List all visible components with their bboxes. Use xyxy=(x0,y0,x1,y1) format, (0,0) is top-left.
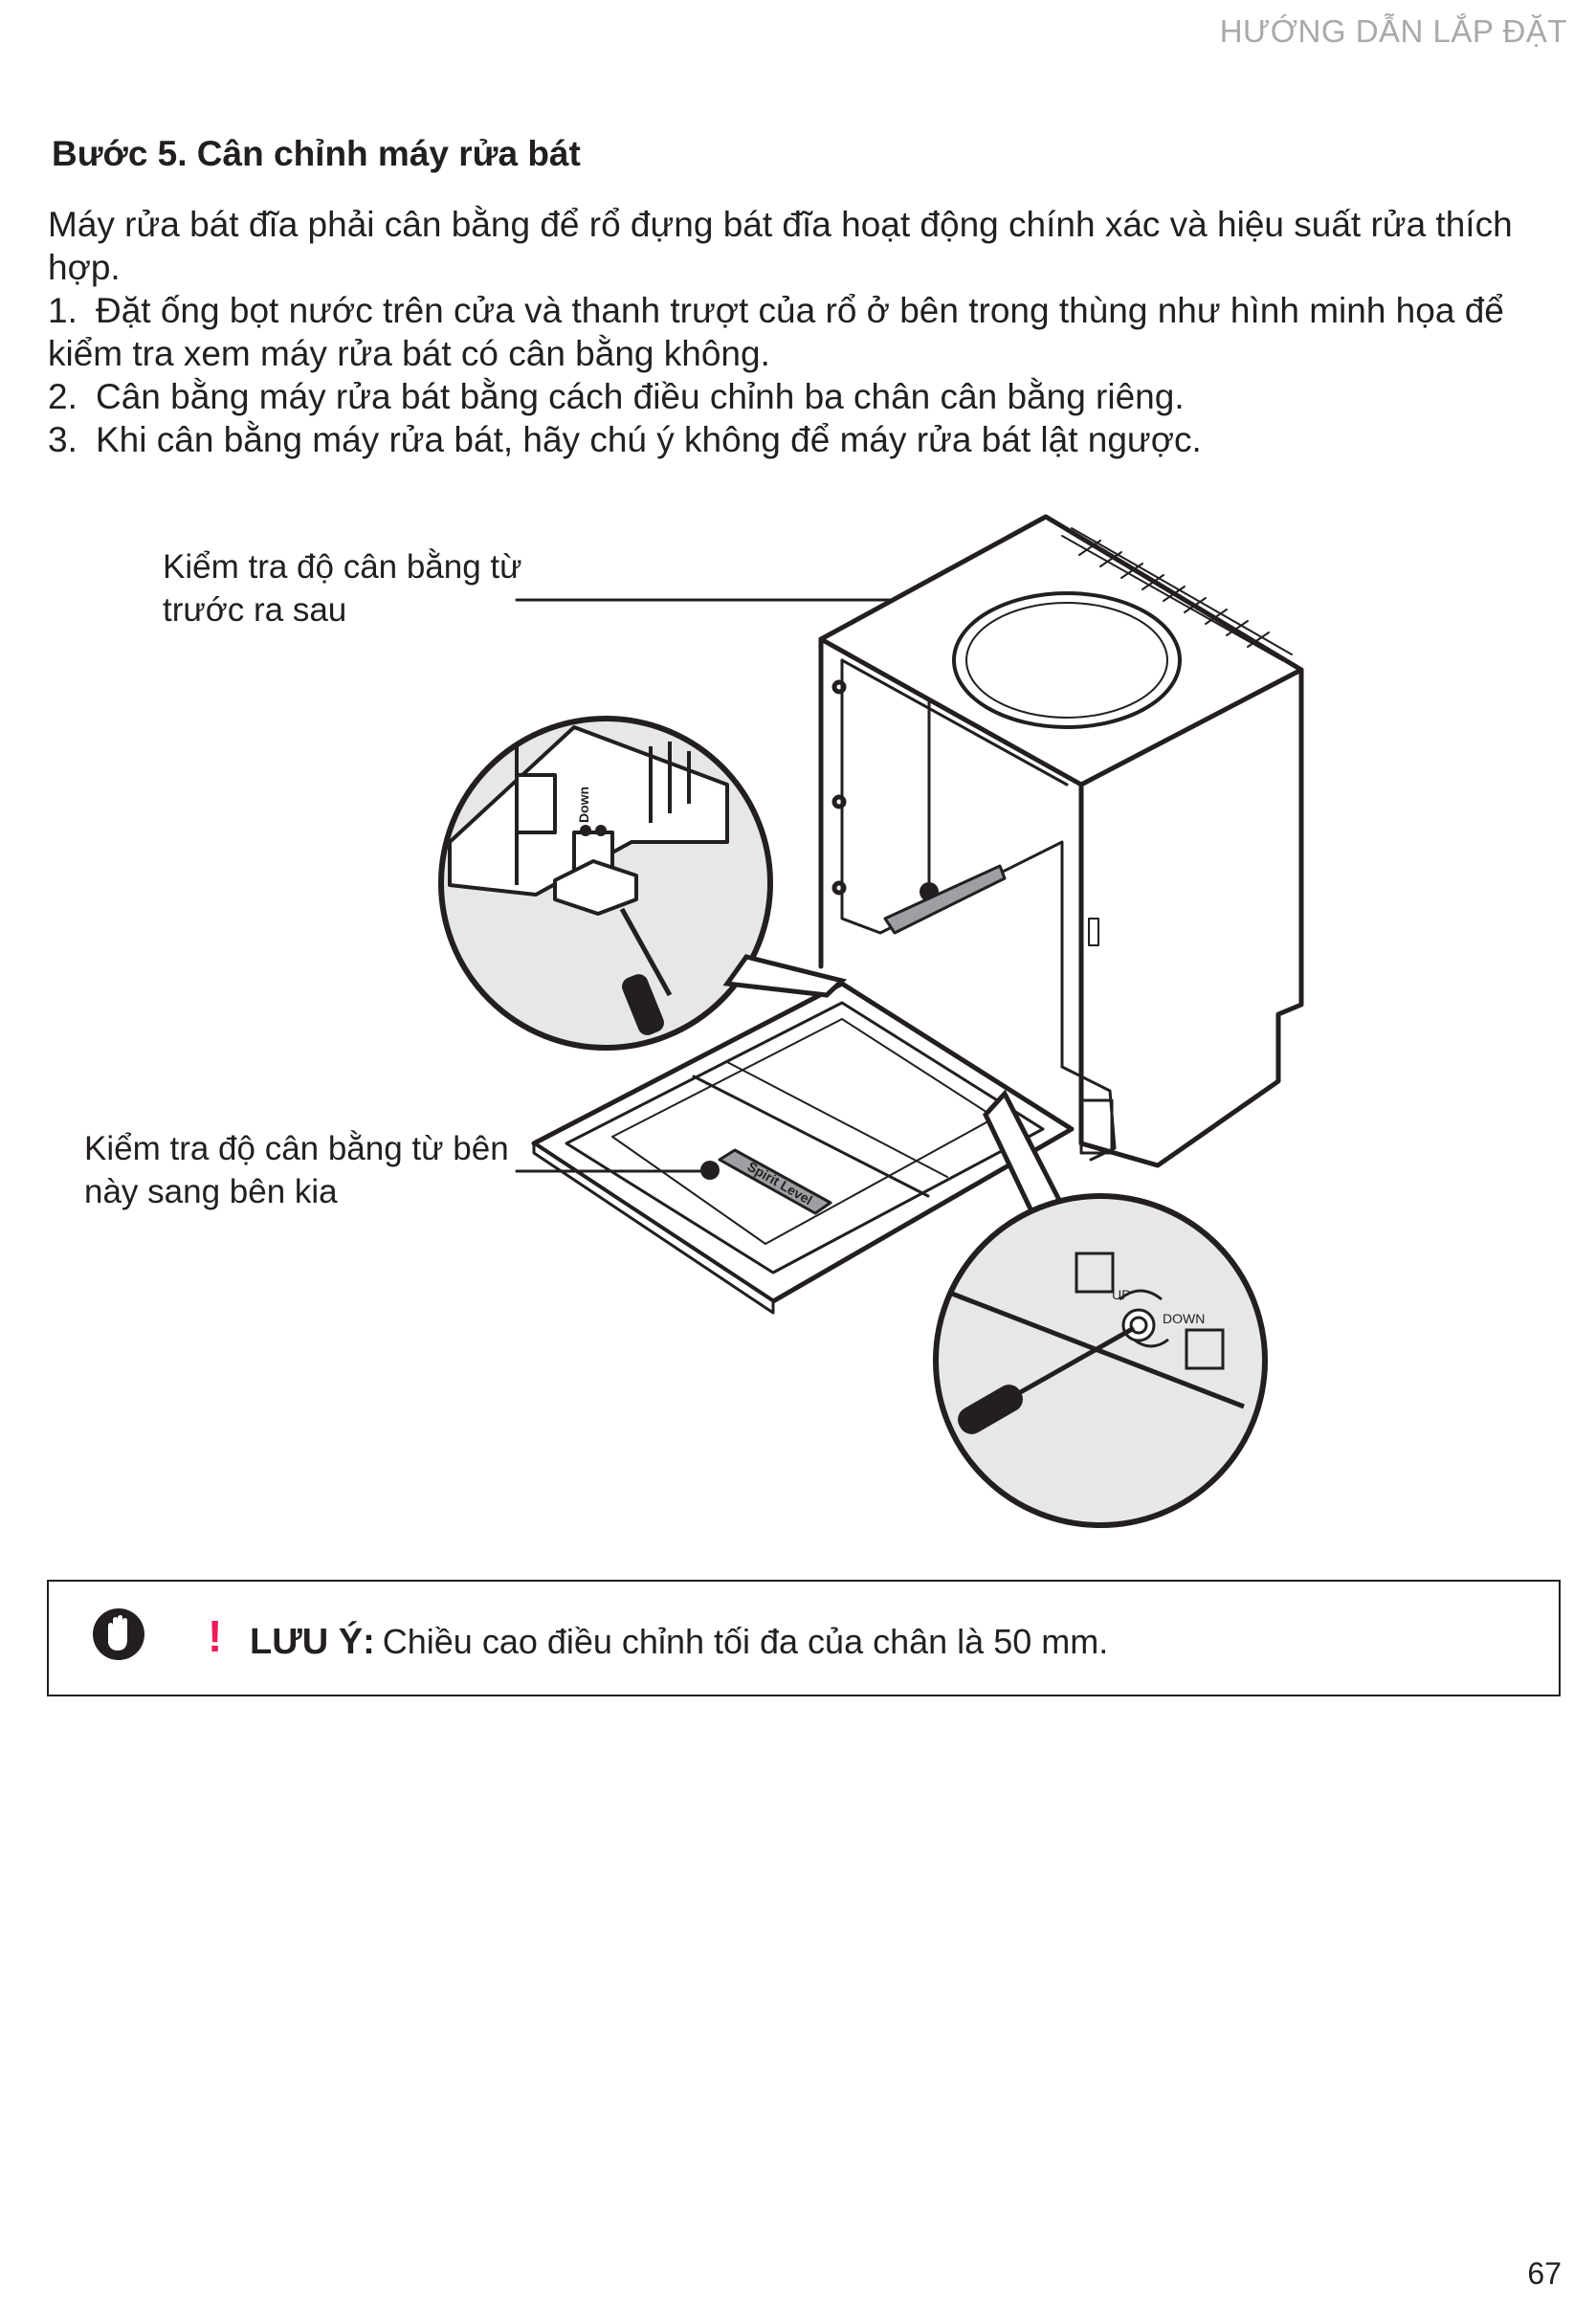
warning-exclamation-icon: ! xyxy=(208,1611,223,1661)
step-item-3: 3.Khi cân bằng máy rửa bát, hãy chú ý kh… xyxy=(48,420,1202,459)
leveling-foot-zoom: Down xyxy=(438,716,848,1051)
page-number: 67 xyxy=(1527,2256,1562,2291)
step-title: Bước 5. Cân chỉnh máy rửa bát xyxy=(52,134,581,173)
down-label-small: Down xyxy=(576,787,591,823)
step-item-1: 1.Đặt ống bọt nước trên cửa và thanh trư… xyxy=(48,291,1504,373)
step-item-2: 2.Cân bằng máy rửa bát bằng cách điều ch… xyxy=(48,377,1185,416)
instructions: Máy rửa bát đĩa phải cân bằng để rổ đựng… xyxy=(48,203,1541,461)
dishwasher-illustration: Spirit Level Down xyxy=(438,514,1304,1528)
callout-side-side: Kiểm tra độ cân bằng từ bên này sang bên… xyxy=(84,1130,509,1210)
hand-stop-icon xyxy=(93,1608,144,1660)
note-text: LƯU Ý:Chiều cao điều chỉnh tối đa của ch… xyxy=(250,1622,1109,1662)
note-box: ! LƯU Ý:Chiều cao điều chỉnh tối đa của … xyxy=(47,1580,1561,1696)
section-header: HƯỚNG DẪN LẮP ĐẶT xyxy=(1219,13,1567,49)
callout-front-back: Kiểm tra độ cân bằng từ trước ra sau xyxy=(163,548,522,629)
adjustment-screw-zoom: UP DOWN xyxy=(933,1089,1268,1528)
intro-paragraph: Máy rửa bát đĩa phải cân bằng để rổ đựng… xyxy=(48,205,1513,287)
down-label: DOWN xyxy=(1163,1311,1205,1326)
up-label: UP xyxy=(1112,1287,1130,1302)
